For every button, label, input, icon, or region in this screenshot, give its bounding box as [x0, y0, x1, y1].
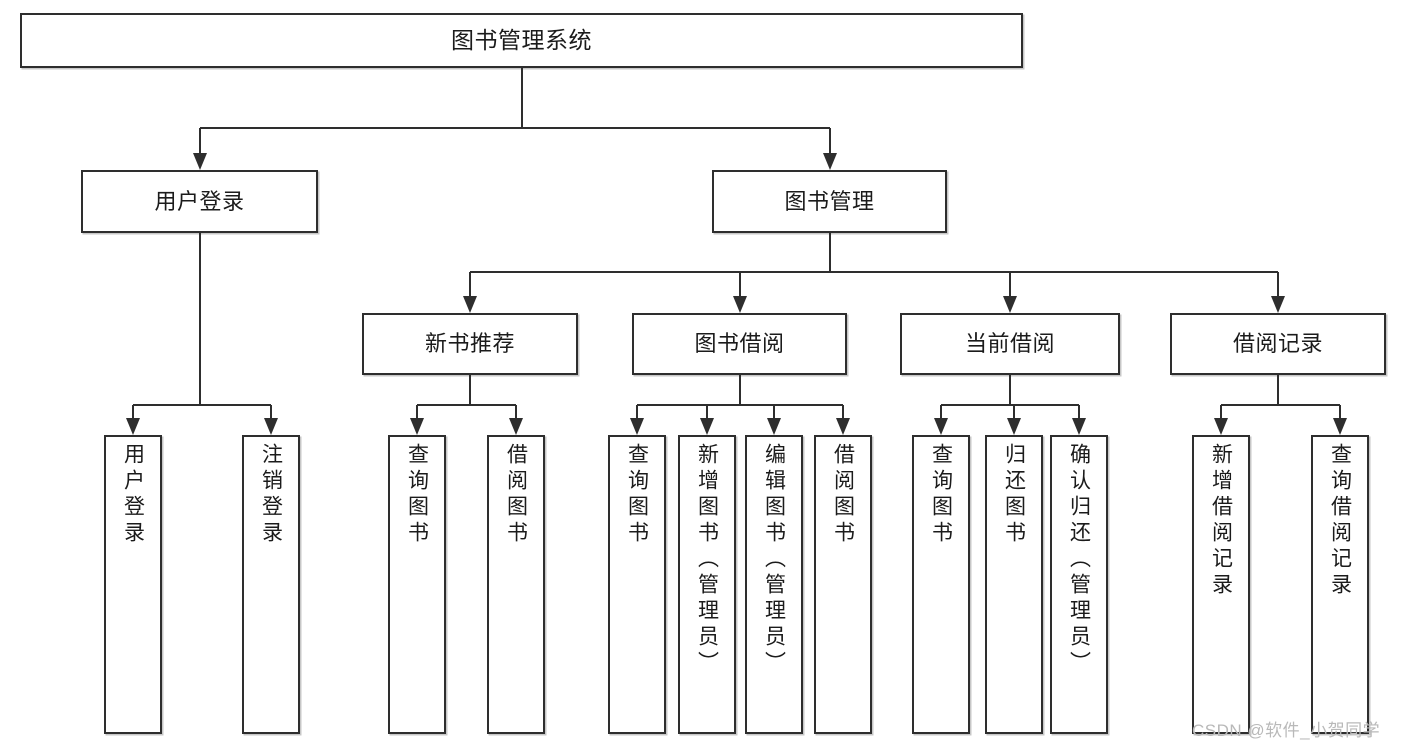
- arrow-head-icon: [1214, 418, 1228, 435]
- node-new-book-recommend[interactable]: 新书推荐: [362, 313, 578, 375]
- leaf-query-book-8-label: 查询图书: [929, 443, 953, 547]
- arrow-head-icon: [192, 153, 207, 170]
- leaf-borrow-book-3[interactable]: 借阅图书: [487, 435, 545, 734]
- leaf-borrow-book-3-label: 借阅图书: [504, 443, 528, 547]
- leaf-user-login-0[interactable]: 用户登录: [104, 435, 162, 734]
- connector-drop: [1277, 272, 1279, 298]
- connector-drop: [1339, 405, 1341, 420]
- leaf-confirm-return-admin-10[interactable]: 确认归还（管理员）: [1050, 435, 1108, 734]
- leaf-borrow-book-7[interactable]: 借阅图书: [814, 435, 872, 734]
- arrow-head-icon: [1072, 418, 1086, 435]
- connector-user-login-bus: [133, 404, 271, 406]
- arrow-head-icon: [822, 153, 837, 170]
- leaf-query-book-2-label: 查询图书: [405, 443, 429, 547]
- leaf-query-borrow-record-12[interactable]: 查询借阅记录: [1311, 435, 1369, 734]
- leaf-logout-1-label: 注销登录: [259, 443, 283, 547]
- leaf-query-book-8[interactable]: 查询图书: [912, 435, 970, 734]
- leaf-add-borrow-record-11-label: 新增借阅记录: [1209, 443, 1233, 599]
- connector-drop: [636, 405, 638, 420]
- connector-book-management-bus: [470, 271, 1278, 273]
- connector-borrow-record-bus: [1221, 404, 1340, 406]
- connector-root-bus: [199, 127, 830, 129]
- arrow-head-icon: [264, 418, 278, 435]
- leaf-return-book-9-label: 归还图书: [1002, 443, 1026, 547]
- arrow-head-icon: [732, 296, 747, 313]
- arrow-head-icon: [1003, 296, 1017, 313]
- node-book-management-label: 图书管理: [784, 188, 875, 214]
- node-book-borrow-label: 图书借阅: [694, 331, 785, 357]
- connector-drop: [1078, 405, 1080, 420]
- arrow-head-icon: [1007, 418, 1021, 435]
- arrow-head-icon: [509, 418, 523, 435]
- connector-drop: [416, 405, 418, 420]
- leaf-query-book-2[interactable]: 查询图书: [388, 435, 446, 734]
- leaf-query-borrow-record-12-label: 查询借阅记录: [1328, 443, 1352, 599]
- connector-drop: [1009, 272, 1011, 298]
- connector-drop: [132, 405, 134, 420]
- leaf-add-borrow-record-11[interactable]: 新增借阅记录: [1192, 435, 1250, 734]
- connector-drop: [515, 405, 517, 420]
- connector-drop: [270, 405, 272, 420]
- node-user-login-label: 用户登录: [154, 188, 245, 214]
- connector-drop: [1013, 405, 1015, 420]
- leaf-edit-book-admin-6[interactable]: 编辑图书（管理员）: [745, 435, 803, 734]
- leaf-borrow-book-7-label: 借阅图书: [831, 443, 855, 547]
- node-new-book-recommend-label: 新书推荐: [424, 331, 515, 357]
- arrow-head-icon: [410, 418, 424, 435]
- connector-current-borrow-bus: [941, 404, 1079, 406]
- leaf-query-book-4[interactable]: 查询图书: [608, 435, 666, 734]
- arrow-head-icon: [1271, 296, 1285, 313]
- connector-drop: [773, 405, 775, 420]
- node-borrow-record[interactable]: 借阅记录: [1170, 313, 1386, 375]
- leaf-user-login-0-label: 用户登录: [121, 443, 145, 547]
- connector-drop: [828, 128, 831, 155]
- connector-new-book-recommend-stem: [469, 375, 471, 405]
- arrow-head-icon: [126, 418, 140, 435]
- connector-drop: [842, 405, 844, 420]
- arrow-head-icon: [767, 418, 781, 435]
- node-book-borrow[interactable]: 图书借阅: [632, 313, 847, 375]
- connector-book-borrow-bus: [637, 404, 843, 406]
- connector-current-borrow-stem: [1009, 375, 1011, 405]
- arrow-head-icon: [836, 418, 850, 435]
- leaf-return-book-9[interactable]: 归还图书: [985, 435, 1043, 734]
- connector-root-stem: [520, 68, 523, 128]
- node-book-management-system-label: 图书管理系统: [451, 27, 592, 54]
- node-book-management-system[interactable]: 图书管理系统: [20, 13, 1023, 68]
- connector-drop: [940, 405, 942, 420]
- arrow-head-icon: [934, 418, 948, 435]
- arrow-head-icon: [630, 418, 644, 435]
- connector-new-book-recommend-bus: [417, 404, 516, 406]
- connector-user-login-stem: [198, 233, 201, 405]
- node-current-borrow[interactable]: 当前借阅: [900, 313, 1120, 375]
- connector-drop: [738, 272, 741, 298]
- node-current-borrow-label: 当前借阅: [964, 331, 1055, 357]
- connector-drop: [198, 128, 201, 155]
- node-book-management[interactable]: 图书管理: [712, 170, 947, 233]
- leaf-edit-book-admin-6-label: 编辑图书（管理员）: [762, 443, 786, 677]
- connector-borrow-record-stem: [1277, 375, 1279, 405]
- leaf-logout-1[interactable]: 注销登录: [242, 435, 300, 734]
- leaf-add-book-admin-5-label: 新增图书（管理员）: [695, 443, 719, 677]
- node-borrow-record-label: 借阅记录: [1232, 331, 1323, 357]
- leaf-query-book-4-label: 查询图书: [625, 443, 649, 547]
- arrow-head-icon: [463, 296, 477, 313]
- arrow-head-icon: [1333, 418, 1347, 435]
- leaf-add-book-admin-5[interactable]: 新增图书（管理员）: [678, 435, 736, 734]
- connector-book-management-stem: [828, 233, 831, 272]
- connector-drop: [469, 272, 471, 298]
- connector-drop: [706, 405, 708, 420]
- connector-drop: [1220, 405, 1222, 420]
- leaf-confirm-return-admin-10-label: 确认归还（管理员）: [1067, 443, 1091, 677]
- node-user-login[interactable]: 用户登录: [81, 170, 318, 233]
- arrow-head-icon: [700, 418, 714, 435]
- connector-book-borrow-stem: [738, 375, 741, 405]
